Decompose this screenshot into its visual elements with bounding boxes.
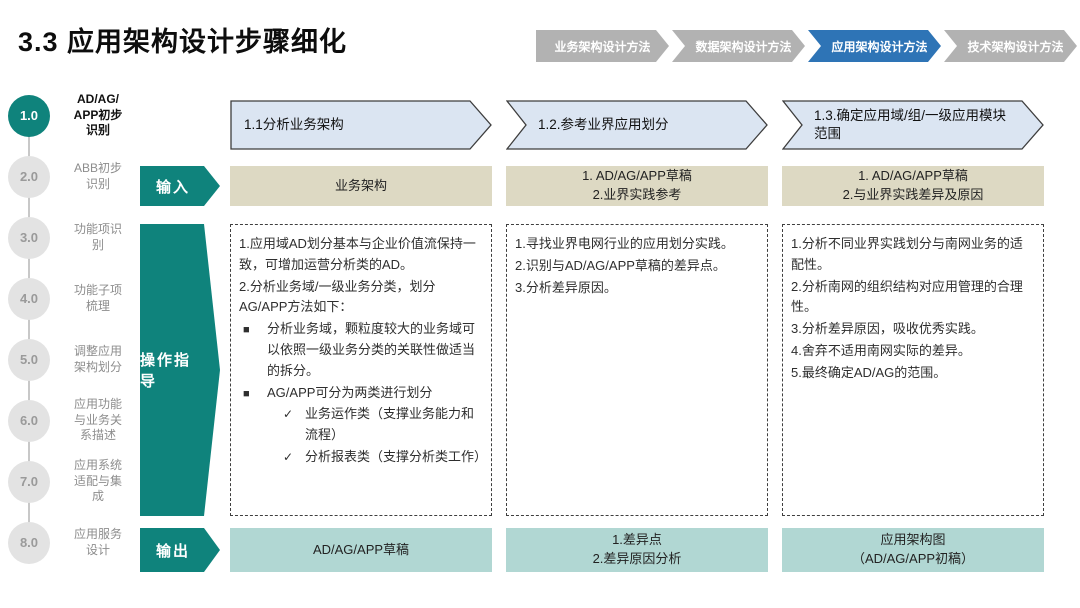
column-header-1: 1.1分析业务架构: [230, 100, 492, 150]
guidance-line: ✓ 业务运作类（支撑业务能力和流程）: [239, 404, 483, 446]
guidance-line: 1.应用域AD划分基本与企业价值流保持一致，可增加运营分析类的AD。: [239, 234, 483, 276]
column-header-3: 1.3.确定应用域/组/一级应用模块范围: [782, 100, 1044, 150]
step-label: ABB初步 识别: [73, 160, 122, 191]
bullet-marker: ✓: [283, 407, 294, 422]
guidance-text: 5.最终确定AD/AG的范围。: [791, 364, 947, 380]
step-number-circle: 1.0: [8, 94, 50, 137]
guidance-text: 分析业务域，颗粒度较大的业务域可以依照一级业务分类的关联性做适当的拆分。: [267, 321, 476, 378]
guidance-line: ✓ 分析报表类（支撑分析类工作）: [239, 447, 488, 468]
guidance-text: 3.分析差异原因，吸收优秀实践。: [791, 321, 984, 337]
step-label: 应用服务 设计: [73, 526, 122, 557]
step-list: 1.0 AD/AG/ APP初步 识别 2.0 ABB初步 识别 3.0 功能项识 别 4.…: [8, 85, 138, 573]
sidebar-step-2.0[interactable]: 2.0 ABB初步 识别: [8, 146, 138, 207]
guidance-text: 1.寻找业界电网行业的应用划分实践。: [515, 236, 734, 251]
cell-line: 2.业界实践参考: [592, 187, 682, 202]
sidebar-step-5.0[interactable]: 5.0 调整应用 架构划分: [8, 329, 138, 390]
header-arrow-icon: [782, 100, 1044, 150]
step-number-circle: 4.0: [8, 277, 50, 320]
guidance-text: 4.舍弃不适用南网实际的差异。: [791, 342, 971, 358]
step-label: 调整应用 架构划分: [73, 343, 122, 374]
guidance-line: 2.分析南网的组织结构对应用管理的合理性。: [791, 277, 1035, 319]
cell-line: 业务架构: [334, 177, 387, 193]
step-label: 应用系统 适配与集 成: [73, 458, 122, 504]
guidance-row-label: 操作指导: [140, 224, 220, 516]
page-title: 3.3 应用架构设计步骤细化: [18, 27, 348, 57]
sidebar-step-8.0[interactable]: 8.0 应用服务 设计: [8, 512, 138, 573]
bullet-marker: ■: [243, 324, 250, 337]
cell-line: AD/AG/APP草稿: [312, 541, 410, 557]
cell-line: 2.与业界实践差异及原因: [842, 187, 984, 202]
column-header-text: 1.1分析业务架构: [244, 116, 344, 132]
tab-2[interactable]: 数据架构设计方法: [672, 30, 805, 62]
guidance-text: 1.应用域AD划分基本与企业价值流保持一致，可增加运营分析类的AD。: [239, 236, 476, 272]
column-header-text: 1.3.确定应用域/组/一级应用模块范围: [814, 107, 1007, 141]
main-grid: 1.1分析业务架构 1.2.参考业界应用划分 1.3.确定应用域/组/一级应用模…: [140, 100, 1044, 572]
output-cell-2: 1.差异点 2.差异原因分析: [506, 528, 768, 572]
step-number-circle: 6.0: [8, 399, 50, 442]
method-tabs: 业务架构设计方法数据架构设计方法应用架构设计方法技术架构设计方法: [536, 30, 1077, 62]
guidance-text: 1.分析不同业界实践划分与南网业务的适配性。: [791, 236, 1023, 272]
guidance-box-2: 1.寻找业界电网行业的应用划分实践。 2.识别与AD/AG/APP草稿的差异点。 3…: [506, 224, 768, 516]
step-label: 功能子项 梳理: [73, 282, 122, 313]
input-cell-1: 业务架构: [230, 166, 492, 206]
guidance-text: AG/APP可分为两类进行划分: [267, 384, 433, 400]
tab-1[interactable]: 业务架构设计方法: [536, 30, 669, 62]
header-arrow-icon: [230, 100, 492, 150]
step-number-circle: 7.0: [8, 460, 50, 503]
column-header-text: 1.2.参考业界应用划分: [538, 116, 669, 132]
guidance-line: 4.舍弃不适用南网实际的差异。: [791, 341, 1035, 362]
step-rail-line: [28, 113, 30, 551]
input-cell-3: 1. AD/AG/APP草稿 2.与业界实践差异及原因: [782, 166, 1044, 206]
cell-line: （AD/AG/APP初稿）: [851, 551, 975, 566]
guidance-text: 2.分析南网的组织结构对应用管理的合理性。: [791, 278, 1023, 315]
guidance-line: 1.寻找业界电网行业的应用划分实践。: [515, 234, 759, 255]
sidebar-step-1.0[interactable]: 1.0 AD/AG/ APP初步 识别: [8, 85, 138, 146]
step-number-circle: 3.0: [8, 216, 50, 259]
bullet-marker: ✓: [283, 449, 294, 464]
sidebar-step-4.0[interactable]: 4.0 功能子项 梳理: [8, 268, 138, 329]
guidance-text: 分析报表类（支撑分析类工作）: [305, 448, 488, 464]
guidance-text: 业务运作类（支撑业务能力和流程）: [305, 406, 475, 443]
guidance-text: 3.分析差异原因。: [515, 279, 617, 295]
column-header-2: 1.2.参考业界应用划分: [506, 100, 768, 150]
sidebar-step-3.0[interactable]: 3.0 功能项识 别: [8, 207, 138, 268]
guidance-text: 2.识别与AD/AG/APP草稿的差异点。: [515, 257, 726, 273]
cell-line: 应用架构图: [880, 532, 946, 548]
step-label: 功能项识 别: [73, 221, 122, 252]
input-row-label: 输入: [140, 166, 220, 206]
guidance-text: 2.分析业务域/一级业务分类，划分AG/APP方法如下：: [239, 278, 436, 315]
guidance-line: ■ AG/APP可分为两类进行划分: [239, 383, 483, 404]
step-label: AD/AG/ APP初步 识别: [73, 92, 123, 138]
sidebar-step-7.0[interactable]: 7.0 应用系统 适配与集 成: [8, 451, 138, 512]
output-cell-3: 应用架构图 （AD/AG/APP初稿）: [782, 528, 1044, 572]
step-number-circle: 5.0: [8, 338, 50, 381]
guidance-line: 3.分析差异原因。: [515, 278, 759, 299]
guidance-line: ■ 分析业务域，颗粒度较大的业务域可以依照一级业务分类的关联性做适当的拆分。: [239, 319, 483, 381]
cell-line: 1. AD/AG/APP草稿: [582, 168, 692, 184]
guidance-line: 5.最终确定AD/AG的范围。: [791, 363, 1035, 384]
cell-line: 2.差异原因分析: [592, 551, 682, 566]
input-cell-2: 1. AD/AG/APP草稿 2.业界实践参考: [506, 166, 768, 206]
guidance-box-3: 1.分析不同业界实践划分与南网业务的适配性。 2.分析南网的组织结构对应用管理的合…: [782, 224, 1044, 516]
tab-3[interactable]: 应用架构设计方法: [808, 30, 941, 62]
cell-line: 1.差异点: [612, 532, 662, 548]
guidance-line: 1.分析不同业界实践划分与南网业务的适配性。: [791, 234, 1035, 276]
header-arrow-icon: [506, 100, 768, 150]
guidance-line: 3.分析差异原因，吸收优秀实践。: [791, 319, 1035, 340]
step-sidebar: 1.0 AD/AG/ APP初步 识别 2.0 ABB初步 识别 3.0 功能项识 别 4.…: [8, 85, 138, 590]
guidance-box-1: 1.应用域AD划分基本与企业价值流保持一致，可增加运营分析类的AD。 2.分析业务…: [230, 224, 492, 516]
sidebar-step-6.0[interactable]: 6.0 应用功能 与业务关 系描述: [8, 390, 138, 451]
output-row-label: 输出: [140, 528, 220, 572]
step-number-circle: 8.0: [8, 521, 50, 564]
bullet-marker: ■: [243, 387, 250, 400]
guidance-line: 2.识别与AD/AG/APP草稿的差异点。: [515, 256, 759, 277]
step-label: 应用功能 与业务关 系描述: [73, 397, 122, 443]
cell-line: 1. AD/AG/APP草稿: [858, 168, 968, 184]
output-cell-1: AD/AG/APP草稿: [230, 528, 492, 572]
guidance-line: 2.分析业务域/一级业务分类，划分AG/APP方法如下：: [239, 277, 483, 319]
step-number-circle: 2.0: [8, 155, 50, 198]
tab-4[interactable]: 技术架构设计方法: [944, 30, 1077, 62]
